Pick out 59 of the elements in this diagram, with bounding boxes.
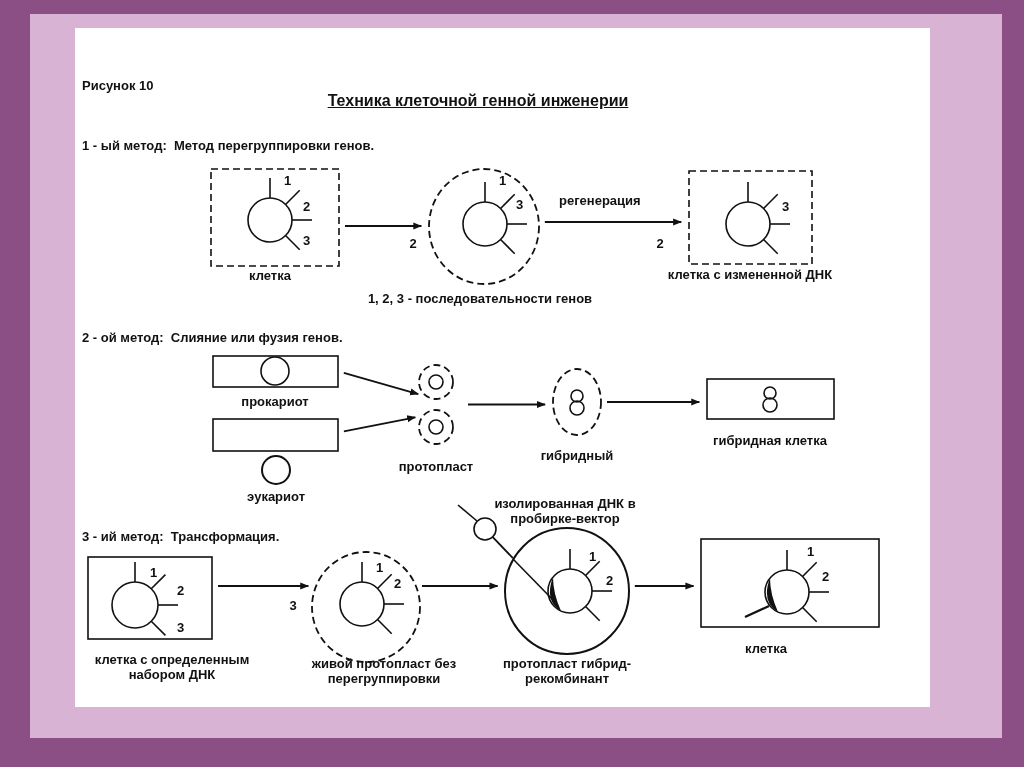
node-label: клетка с измененной ДНК [666, 267, 834, 282]
arrow [633, 582, 695, 590]
section-heading: 3 - ий метод: Трансформация. [82, 529, 280, 544]
node-label: живой протопласт без перегруппировки [310, 656, 458, 686]
gene-number: 1 [499, 173, 507, 188]
gene-number: 2 [303, 199, 311, 214]
arrow [342, 372, 420, 396]
gene-number: 1 [284, 173, 292, 188]
node-label: клетка [744, 641, 788, 656]
node-label: протопласт [397, 459, 475, 474]
arrow [467, 400, 546, 409]
cell-box [210, 168, 340, 267]
node-label: эукариот [245, 489, 307, 504]
cell-box [688, 170, 813, 265]
arrow [606, 398, 701, 406]
gene-number: 1 [376, 560, 384, 575]
node-label: протопласт гибрид-рекомбинант [501, 656, 632, 686]
node-label: 2 [408, 236, 418, 251]
gene-number: 1 [807, 544, 815, 559]
node-label: гибридная клетка [712, 433, 828, 448]
gene-number: 3 [516, 197, 524, 212]
node-label: клетка [248, 268, 292, 283]
protoplast-circle [428, 168, 540, 285]
hybrid-cell [706, 378, 835, 420]
node-label: прокариот [240, 394, 310, 409]
node-label: клетка с определенным набором ДНК [93, 652, 251, 682]
section-heading: 1 - ый метод: Метод перегруппировки генов. [82, 138, 375, 153]
gene-number: 2 [606, 573, 614, 588]
arrow [217, 582, 310, 590]
arrow [344, 222, 423, 230]
node-label: гибридный [539, 448, 615, 463]
gene-number: 3 [177, 620, 185, 635]
cell-box [700, 538, 880, 628]
gene-number: 2 [177, 583, 185, 598]
gene-number: 2 [394, 576, 402, 591]
node-label: 3 [288, 598, 298, 613]
connector-line [490, 535, 514, 560]
node-label: изолированная ДНК в пробирке-вектор [493, 496, 637, 526]
diagram-title: Техника клеточной генной инженерии [326, 91, 630, 110]
gene-number: 1 [150, 565, 158, 580]
figure-number: Рисунок 10 [82, 78, 154, 93]
gene-number: 3 [782, 199, 790, 214]
arrow [343, 415, 417, 433]
recombinant-protoplast [504, 527, 630, 655]
arrow [421, 582, 499, 590]
nucleus-circle [261, 455, 291, 485]
gene-number: 1 [589, 549, 597, 564]
protoplast-circle [418, 364, 454, 400]
vector-circle [455, 503, 497, 543]
arrow [543, 218, 683, 226]
gene-number: 2 [822, 569, 830, 584]
gene-number: 3 [303, 233, 311, 248]
hybrid-protoplast [552, 368, 602, 436]
note-text: 1, 2, 3 - последовательности генов [366, 291, 594, 306]
node-label: 2 [655, 236, 665, 251]
eukaryote-cell [212, 418, 339, 452]
protoplast-circle [418, 409, 454, 445]
prokaryote-cell [212, 355, 339, 388]
cell-box [87, 556, 213, 640]
